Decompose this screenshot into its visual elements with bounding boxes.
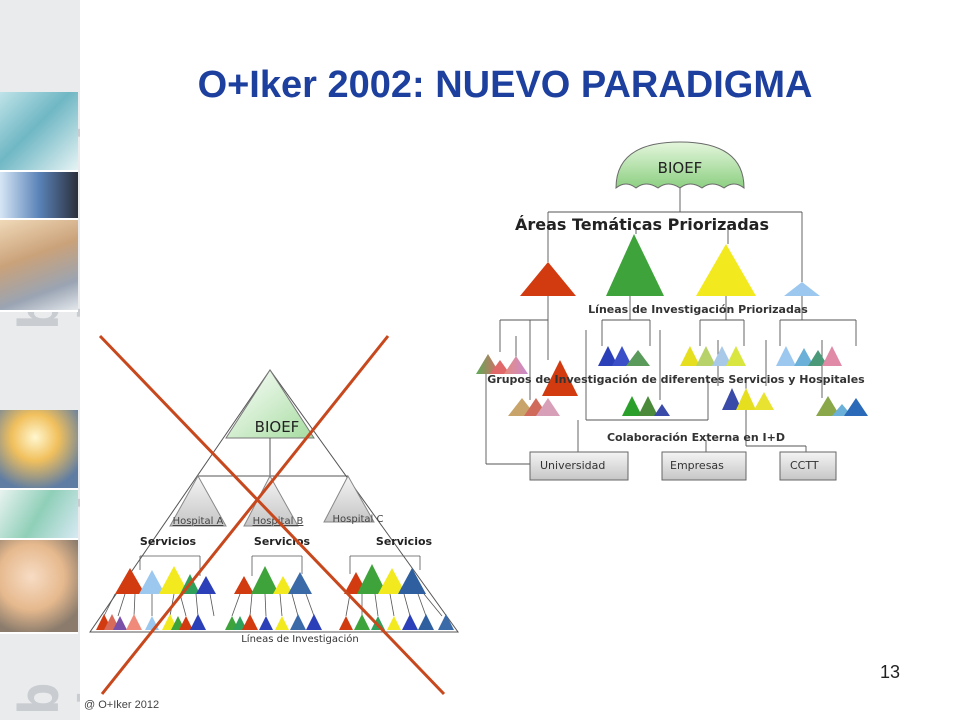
- group-triangle: [754, 392, 774, 410]
- sidebar-photo-test-tubes: [0, 490, 78, 540]
- lineas-label: Líneas de Investigación: [241, 633, 359, 645]
- group-triangle: [536, 398, 560, 416]
- group-triangle: [626, 350, 650, 366]
- linea-triangle: [179, 616, 193, 630]
- service-triangle: [398, 568, 426, 594]
- group-triangle: [736, 388, 756, 410]
- new-model: BIOEF Áreas Temáticas Priorizadas Líneas…: [476, 141, 868, 481]
- sidebar-photo-people: [0, 220, 78, 312]
- grupos-label: Grupos de Investigación de diferentes Se…: [487, 373, 865, 386]
- partner-label: Empresas: [670, 459, 724, 472]
- service-triangle: [159, 566, 189, 594]
- group-triangle: [794, 348, 814, 366]
- servicios-label: Servicios: [376, 535, 433, 548]
- partner-box-cctt: [779, 451, 837, 481]
- area-triangle-lightblue: [784, 282, 820, 296]
- hospital-a-label: Hospital A: [173, 516, 224, 527]
- linea-triangle: [242, 614, 258, 630]
- group-triangle: [598, 346, 618, 366]
- umbrella-label: BIOEF: [658, 159, 703, 177]
- sidebar-photo-lab: [0, 92, 78, 172]
- service-triangle: [251, 566, 279, 594]
- cross-line: [98, 334, 446, 696]
- group-triangle: [816, 396, 840, 416]
- service-triangle: [115, 568, 145, 594]
- page-number: 13: [880, 662, 901, 682]
- group-triangle: [712, 346, 732, 366]
- sidebar-photo-child: [0, 540, 78, 634]
- linea-triangle: [339, 616, 353, 630]
- group-triangle: [726, 346, 746, 366]
- linea-triangle: [259, 616, 273, 630]
- group-triangle: [696, 346, 716, 366]
- service-triangle: [196, 576, 216, 594]
- hospital-a-triangle: [169, 474, 227, 527]
- service-triangle: [234, 576, 254, 594]
- partner-box-empresas: [661, 451, 747, 481]
- group-triangle: [612, 346, 632, 366]
- linea-triangle: [371, 616, 385, 630]
- linea-triangle: [233, 616, 247, 630]
- linea-triangle: [402, 614, 418, 630]
- service-triangle: [139, 570, 165, 594]
- service-triangle: [357, 564, 387, 594]
- group-triangle: [504, 356, 528, 374]
- partner-box-universidad: [529, 451, 629, 481]
- linea-triangle: [438, 614, 454, 630]
- group-triangle: [844, 398, 868, 416]
- partner-label: CCTT: [790, 459, 819, 472]
- cross-line: [100, 335, 390, 695]
- area-triangle-yellow: [696, 244, 756, 296]
- group-triangle: [680, 346, 700, 366]
- linea-triangle: [275, 616, 289, 630]
- servicios-label: Servicios: [140, 535, 197, 548]
- linea-triangle: [306, 614, 322, 630]
- group-triangle: [722, 388, 742, 410]
- page-title: O+Iker 2002: NUEVO PARADIGMA: [197, 64, 813, 106]
- sidebar-photo-light: [0, 410, 78, 490]
- group-triangle: [638, 396, 658, 416]
- old-model: BIOEF Hospital A Hospital B Hospital C S…: [89, 334, 459, 696]
- hospital-c-triangle: [323, 474, 375, 523]
- linea-triangle: [113, 616, 127, 630]
- linea-triangle: [190, 614, 206, 630]
- linea-triangle: [126, 614, 142, 630]
- old-outline-triangle: [89, 369, 459, 633]
- group-triangle: [808, 350, 828, 366]
- old-fan-lines: [103, 555, 443, 617]
- footer-copyright: @ O+Iker 2012: [84, 699, 160, 711]
- linea-triangle: [290, 614, 306, 630]
- service-triangle: [378, 568, 406, 594]
- service-triangle: [288, 572, 312, 594]
- group-triangle: [654, 404, 670, 416]
- colaboracion-label: Colaboración Externa en I+D: [607, 431, 785, 444]
- areas-label: Áreas Temáticas Priorizadas: [515, 215, 769, 234]
- new-connectors: [547, 188, 803, 282]
- group-triangle: [490, 360, 510, 374]
- group-triangle: [776, 346, 796, 366]
- linea-triangle: [354, 614, 370, 630]
- linea-triangle: [418, 614, 434, 630]
- area-triangle-red: [520, 262, 576, 296]
- service-triangle: [273, 576, 293, 594]
- sidebar-photo-microscope: [0, 172, 78, 220]
- area-triangle-green: [606, 234, 664, 296]
- group-triangle: [822, 346, 842, 366]
- group-triangle: [622, 396, 642, 416]
- group-triangle: [542, 360, 578, 396]
- partner-label: Universidad: [540, 459, 605, 472]
- umbrella-shape: [615, 141, 745, 190]
- linea-triangle: [387, 616, 401, 630]
- old-apex-label: BIOEF: [255, 418, 300, 436]
- lineas-priorizadas-label: Líneas de Investigación Priorizadas: [588, 303, 808, 316]
- sidebar: b i + o b i + o b i + o b i + o: [0, 0, 80, 720]
- hospital-c-label: Hospital C: [333, 514, 384, 525]
- group-connectors: [485, 296, 857, 465]
